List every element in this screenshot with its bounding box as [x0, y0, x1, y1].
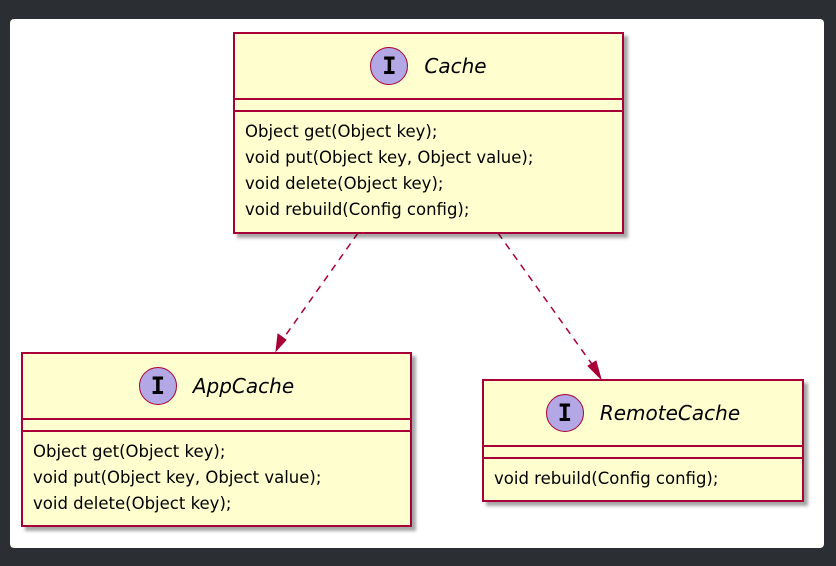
interface-cache-name: Cache	[424, 54, 487, 78]
separator	[484, 457, 802, 459]
interface-icon: I	[545, 394, 584, 432]
method: void delete(Object key);	[245, 174, 444, 193]
attributes-section	[23, 420, 410, 430]
arrow-cache-to-remotecache	[497, 232, 602, 381]
interface-cache: I Cache Object get(Object key); void put…	[233, 32, 624, 234]
separator	[484, 445, 802, 447]
interface-appcache-header: I AppCache	[23, 354, 410, 418]
interface-remotecache-name: RemoteCache	[599, 401, 741, 425]
method: void rebuild(Config config);	[245, 200, 470, 219]
diagram-canvas: I Cache Object get(Object key); void put…	[10, 19, 824, 548]
interface-icon: I	[138, 367, 177, 405]
interface-appcache: I AppCache Object get(Object key); void …	[21, 352, 412, 527]
attributes-section	[484, 447, 802, 457]
method: Object get(Object key);	[245, 122, 438, 141]
interface-cache-header: I Cache	[235, 34, 622, 98]
method: Object get(Object key);	[33, 442, 226, 461]
interface-remotecache-header: I RemoteCache	[484, 381, 802, 445]
arrow-cache-to-appcache	[275, 232, 359, 353]
method: void rebuild(Config config);	[494, 469, 719, 488]
methods-section: Object get(Object key); void put(Object …	[23, 432, 410, 521]
interface-appcache-name: AppCache	[192, 374, 295, 398]
separator	[235, 110, 622, 112]
method: void delete(Object key);	[33, 494, 232, 513]
interface-remotecache: I RemoteCache void rebuild(Config config…	[482, 379, 804, 502]
method: void put(Object key, Object value);	[245, 148, 534, 167]
relation-arrows	[275, 232, 602, 381]
separator	[235, 98, 622, 100]
attributes-section	[235, 100, 622, 110]
method: void put(Object key, Object value);	[33, 468, 322, 487]
separator	[23, 418, 410, 420]
methods-section: void rebuild(Config config);	[484, 459, 802, 496]
separator	[23, 430, 410, 432]
interface-icon: I	[370, 47, 409, 85]
methods-section: Object get(Object key); void put(Object …	[235, 112, 622, 227]
